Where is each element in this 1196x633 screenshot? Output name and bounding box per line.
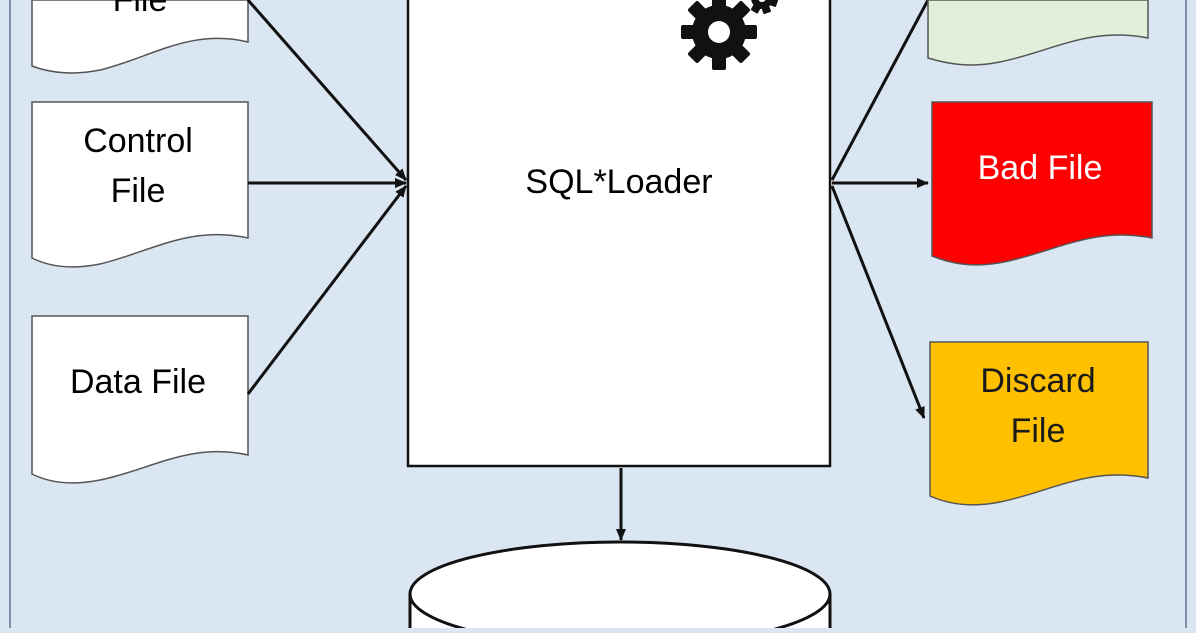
discard-file-document: Discard File [929,341,1149,506]
discard-file-label-line1: Discard [980,362,1095,400]
data-file-shape [31,315,249,484]
log-file-shape [927,0,1149,66]
top-file-shape [31,0,249,74]
arrow-top-file-to-loader [246,0,408,181]
arrow-loader-to-log-file [830,0,930,181]
sql-loader-label: SQL*Loader [525,163,712,201]
data-file-document: Data File [31,315,249,484]
arrow-data-file-to-loader [246,185,408,395]
discard-file-label-line2: File [1011,412,1066,450]
top-file-document: File [31,0,249,74]
top-file-label: File [113,0,168,19]
discard-file-shape [929,341,1149,506]
data-file-label: Data File [70,363,206,401]
sql-loader-rect [406,0,832,468]
bad-file-label: Bad File [978,149,1103,187]
control-file-label-line1: Control [83,122,193,160]
control-file-label-line2: File [111,172,166,210]
bad-file-shape [931,101,1153,266]
bad-file-document: Bad File [931,101,1153,266]
control-file-document: Control File [31,101,249,268]
log-file-document [927,0,1149,66]
control-file-shape [31,101,249,268]
sql-loader-box: SQL*Loader [406,0,832,468]
gear-icon [681,0,757,70]
arrow-loader-to-discard-file [830,185,926,419]
database-top [408,540,832,633]
small-gear-icon [750,0,779,15]
database-cylinder [408,540,832,633]
